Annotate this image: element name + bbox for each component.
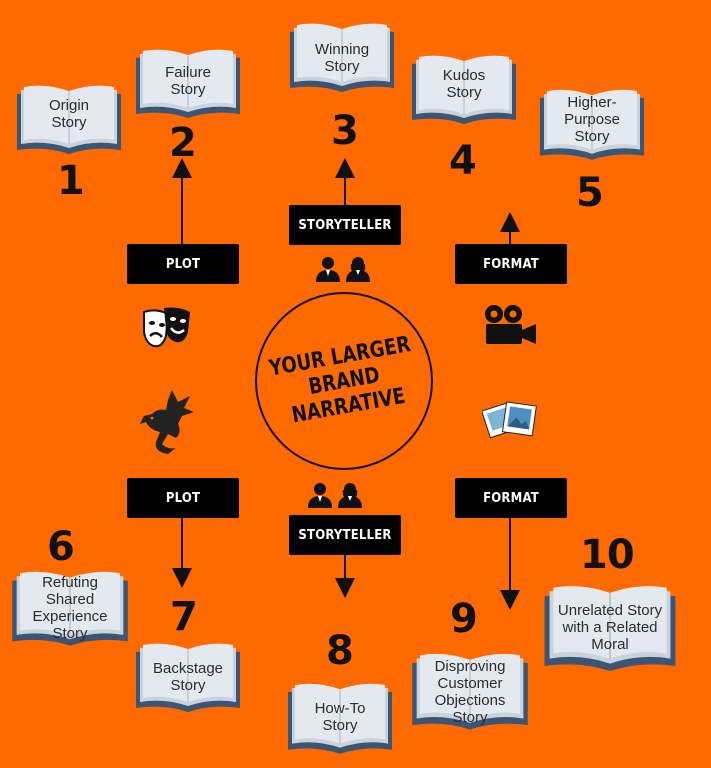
story-number-10: 10	[580, 532, 635, 578]
photos-icon	[482, 401, 537, 439]
story-book-3: Winning Story	[288, 22, 396, 96]
story-number-9: 9	[450, 596, 478, 642]
people-icon	[308, 483, 362, 508]
story-number-1: 1	[57, 158, 85, 204]
story-label: Backstage Story	[152, 660, 224, 694]
tag-format-bottom: FORMAT	[455, 478, 567, 518]
story-book-9: Disproving Customer Objections Story	[410, 652, 530, 734]
story-book-2: Failure Story	[134, 48, 242, 122]
tag-format-top: FORMAT	[455, 244, 567, 284]
center-title: YOUR LARGER BRAND NARRATIVE	[267, 331, 413, 428]
story-label: Origin Story	[48, 97, 89, 131]
story-label: Unrelated Story with a Related Moral	[557, 602, 663, 653]
story-label: Higher- Purpose Story	[564, 94, 620, 145]
story-book-7: Backstage Story	[134, 642, 242, 716]
story-label: How-To Story	[314, 700, 366, 734]
story-book-6: Refuting Shared Experience Story	[10, 570, 130, 650]
story-number-4: 4	[449, 138, 477, 184]
tag-plot-top: PLOT	[127, 244, 239, 284]
dragon-icon	[140, 390, 194, 454]
video-camera-icon	[485, 305, 536, 344]
story-number-6: 6	[47, 524, 75, 570]
story-book-8: How-To Story	[286, 682, 394, 758]
story-label: Disproving Customer Objections Story	[434, 658, 506, 726]
tag-storyteller-bottom: STORYTELLER	[289, 515, 401, 555]
theater-masks-icon	[143, 307, 190, 348]
story-label: Winning Story	[314, 41, 370, 75]
story-book-1: Origin Story	[15, 84, 123, 158]
story-number-3: 3	[331, 108, 359, 154]
story-book-5: Higher- Purpose Story	[538, 88, 646, 164]
story-number-8: 8	[326, 628, 354, 674]
story-number-2: 2	[169, 120, 197, 166]
story-label: Refuting Shared Experience Story	[32, 574, 108, 642]
people-icon	[316, 257, 370, 282]
center-circle	[255, 292, 433, 470]
story-number-7: 7	[170, 594, 198, 640]
story-book-4: Kudos Story	[410, 54, 518, 128]
tag-plot-bottom: PLOT	[127, 478, 239, 518]
story-number-5: 5	[576, 170, 604, 216]
tag-storyteller-top: STORYTELLER	[289, 205, 401, 245]
story-book-10: Unrelated Story with a Related Moral	[542, 584, 678, 676]
story-label: Kudos Story	[442, 67, 486, 101]
center-title-wrap: YOUR LARGER BRAND NARRATIVE	[241, 278, 447, 484]
story-label: Failure Story	[165, 64, 211, 98]
